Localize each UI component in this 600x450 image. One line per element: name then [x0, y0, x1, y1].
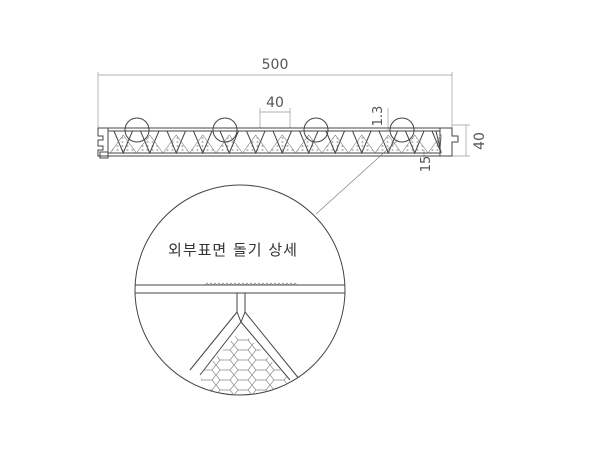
web-line	[136, 130, 163, 155]
web-hatch	[348, 135, 375, 153]
overall-width-label: 500	[262, 57, 289, 73]
detail-leader-line	[315, 139, 399, 215]
web-line-inner	[295, 134, 323, 154]
web-line-inner	[109, 134, 137, 154]
web-hatch	[189, 135, 216, 153]
web-line-inner	[427, 133, 442, 154]
web-hatch	[110, 135, 137, 153]
thickness-dimension: 40	[452, 124, 488, 157]
web-line-inner	[162, 134, 190, 154]
web-hatch	[136, 135, 163, 153]
web-line-inner	[136, 134, 164, 154]
web-line	[401, 130, 428, 155]
web-line	[375, 130, 402, 155]
web-line-inner	[268, 134, 296, 154]
web-line-inner	[189, 134, 217, 154]
bump-label: 1.3	[371, 106, 386, 127]
web-line	[163, 130, 190, 155]
web-line	[322, 130, 349, 155]
detail-section	[135, 282, 345, 395]
bump-dimension: 1.3	[371, 106, 389, 130]
web-line-inner	[215, 134, 243, 154]
web-hatch	[216, 135, 243, 153]
overall-width-dimension: 500	[97, 57, 453, 128]
web-line	[242, 130, 269, 155]
web-line	[428, 130, 442, 154]
bump-circle	[124, 117, 150, 143]
web-line	[348, 130, 375, 155]
panel-cross-section	[97, 117, 459, 159]
web-hatch	[375, 135, 402, 153]
web-line-inner	[401, 134, 429, 154]
bump-circle	[389, 117, 415, 143]
web-line	[110, 130, 137, 155]
rib-label: 15	[419, 156, 434, 173]
web-hatch	[163, 135, 190, 153]
detail-title: 외부표면 돌기 상세	[168, 241, 298, 259]
web-line-inner	[242, 134, 270, 154]
web-line-inner	[321, 134, 349, 154]
web-hatch	[295, 135, 322, 153]
pitch-dimension: 40	[259, 95, 291, 128]
web-line	[216, 130, 243, 155]
web-line	[269, 130, 296, 155]
web-line-inner	[374, 134, 402, 154]
thickness-label: 40	[472, 132, 488, 150]
web-line	[295, 130, 322, 155]
web-hatch	[322, 135, 349, 153]
bump-circle	[212, 117, 238, 143]
bump-circle	[303, 117, 329, 143]
web-hatch	[242, 135, 269, 153]
web-line-inner	[348, 134, 376, 154]
web-hatch	[269, 135, 296, 153]
pitch-label: 40	[266, 95, 284, 111]
detail-callout: 외부표면 돌기 상세	[134, 184, 346, 396]
web-hatch	[401, 135, 428, 153]
